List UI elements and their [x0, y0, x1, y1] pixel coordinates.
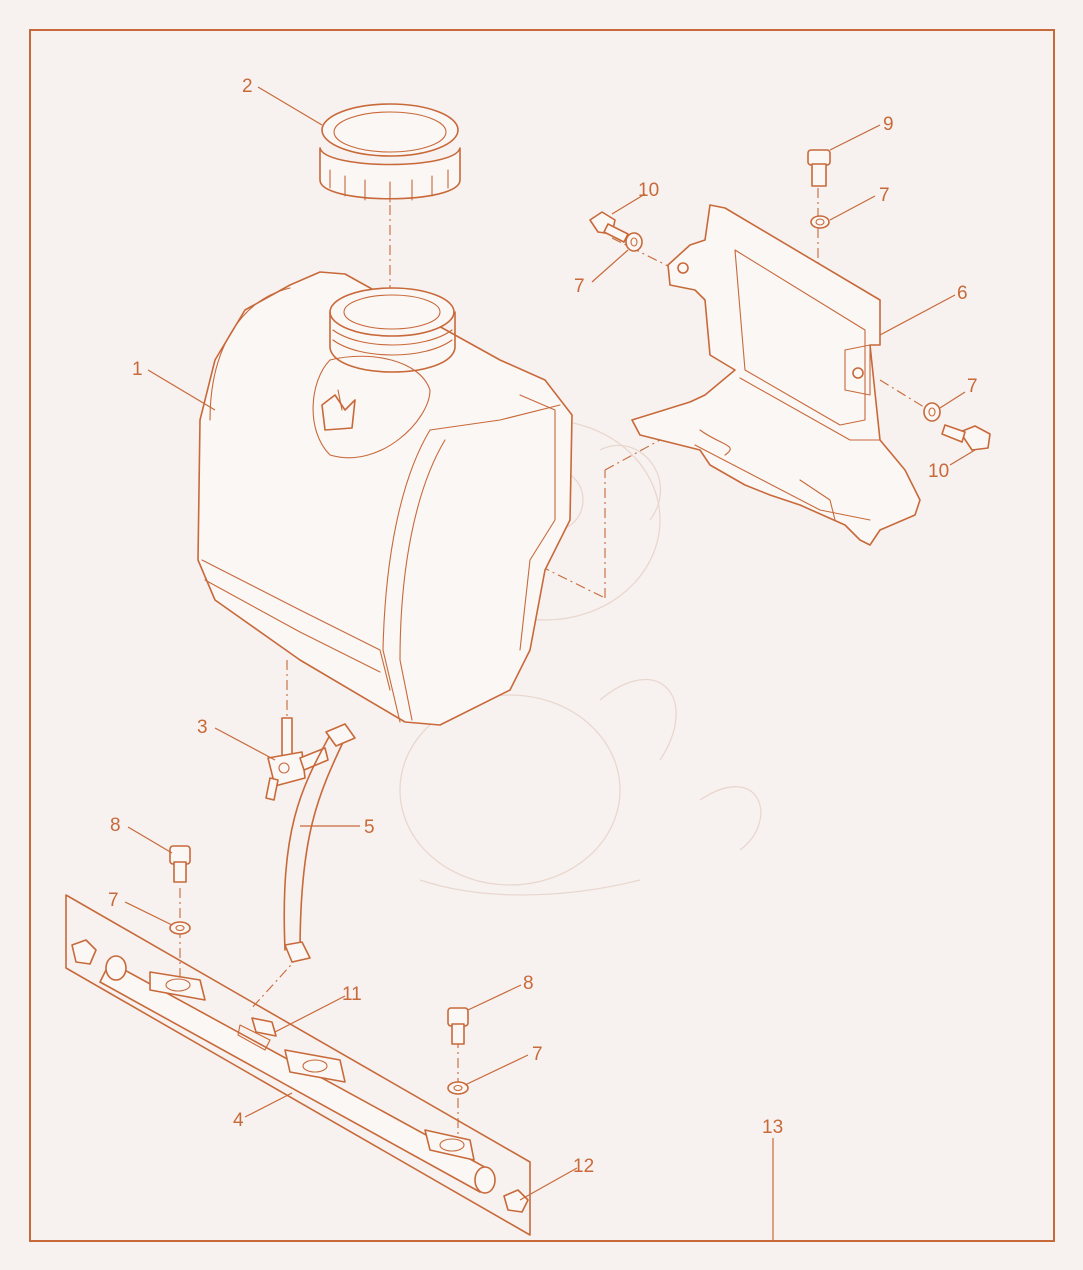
- side-bolts: [589, 211, 991, 451]
- callout-11: 11: [342, 984, 362, 1005]
- hose-fitting: [251, 1017, 277, 1037]
- callout-7-rail-left: 7: [108, 890, 119, 911]
- callout-13: 13: [762, 1117, 783, 1138]
- callout-7-top: 7: [879, 185, 890, 206]
- callout-10-left: 10: [638, 180, 659, 201]
- tank-cap: [319, 103, 461, 203]
- fuel-tank: [197, 271, 573, 726]
- callout-labels: 1 2 3 4 5 6 7 7 7 7 7 8 8 9 10 10 11 12 …: [108, 76, 978, 1177]
- callout-6: 6: [957, 283, 968, 304]
- callout-2: 2: [242, 76, 253, 97]
- callout-7-rail-right: 7: [532, 1044, 543, 1065]
- callout-9: 9: [883, 114, 894, 135]
- callout-8-left: 8: [110, 815, 121, 836]
- washers: [169, 215, 941, 1095]
- callout-7-right: 7: [967, 376, 978, 397]
- diagram-frame: [29, 29, 1055, 1242]
- callout-7-left: 7: [574, 276, 585, 297]
- callout-10-right: 10: [928, 461, 949, 482]
- callout-3: 3: [197, 717, 208, 738]
- callout-4: 4: [233, 1110, 244, 1131]
- bolts-lower: [169, 845, 469, 1045]
- callout-8-right: 8: [523, 973, 534, 994]
- callout-12: 12: [573, 1156, 594, 1177]
- callout-leaders: [124, 86, 976, 1242]
- callout-1: 1: [132, 359, 143, 380]
- fuel-rail: [65, 894, 531, 1236]
- bolt-top: [807, 149, 831, 187]
- fuel-hose: [283, 723, 356, 963]
- mounting-bracket: [631, 204, 921, 546]
- fuel-valve: [265, 717, 329, 801]
- callout-5: 5: [364, 817, 375, 838]
